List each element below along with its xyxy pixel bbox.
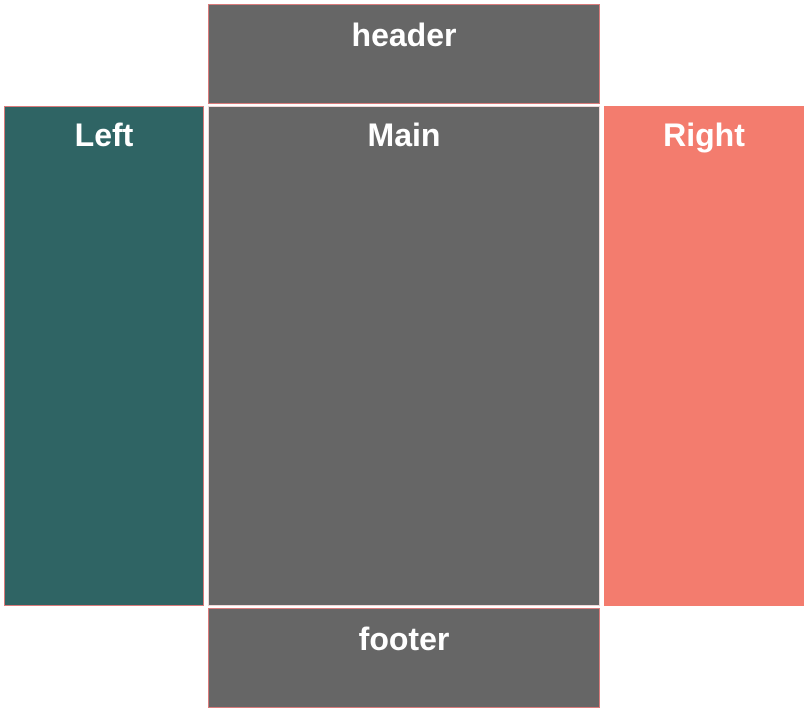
footer-label: footer [358,621,450,657]
right-sidebar: Right [604,106,804,606]
main-content: Main [208,106,600,606]
header-label: header [351,17,457,53]
left-sidebar: Left [4,106,204,606]
main-content-label: Main [367,117,441,153]
left-sidebar-label: Left [74,117,134,153]
header-region: header [208,4,600,104]
footer-region: footer [208,608,600,708]
right-sidebar-label: Right [663,117,745,153]
